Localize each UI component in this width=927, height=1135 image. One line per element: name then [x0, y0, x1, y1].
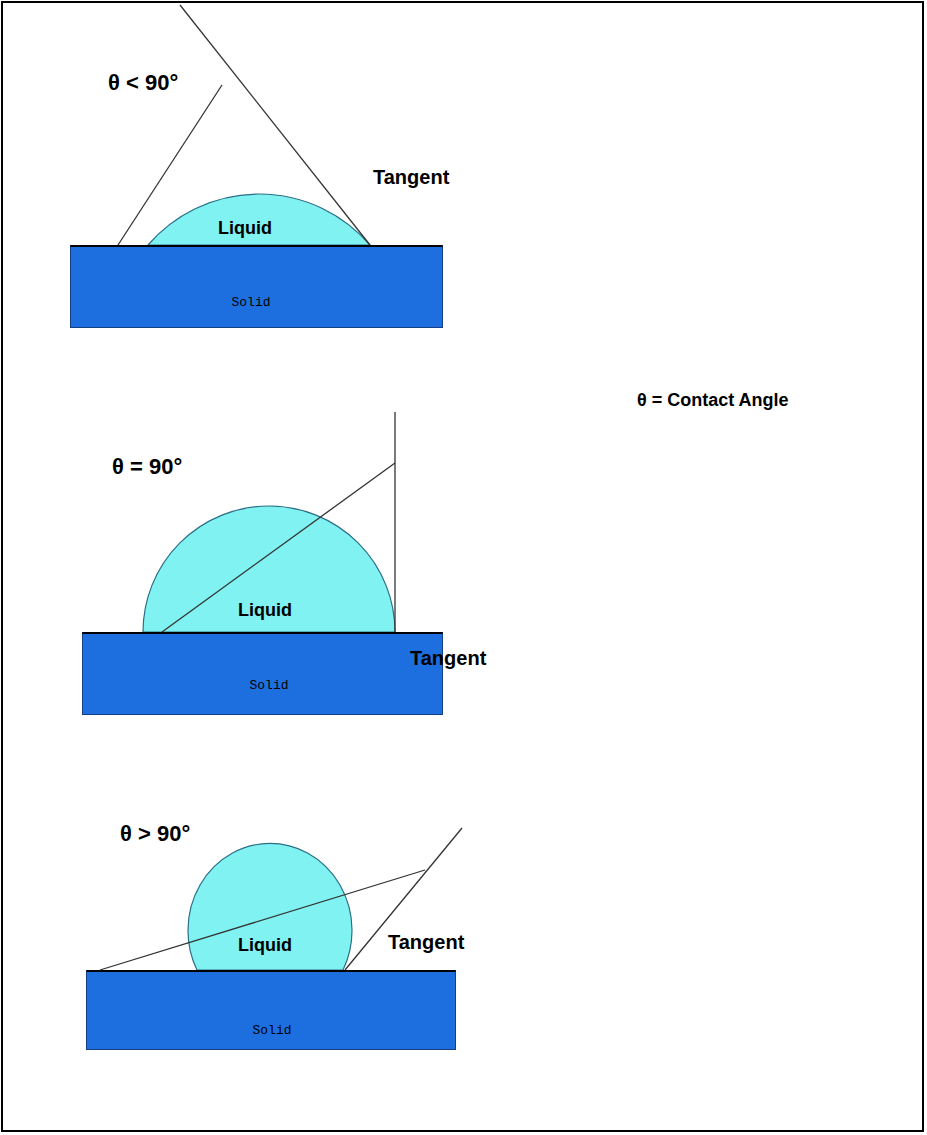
material-label: Solid	[249, 678, 288, 693]
angle-label: θ > 90°	[120, 821, 190, 847]
material-label: Solid	[252, 1023, 291, 1038]
tangent-line	[394, 412, 395, 632]
drop-shape	[188, 843, 352, 970]
liquid-label: Liquid	[238, 935, 292, 956]
definition-note: θ = Contact Angle	[637, 390, 789, 411]
tangent-label: Tangent	[410, 647, 486, 670]
liquid-label: Liquid	[218, 218, 272, 239]
material-label: Solid	[231, 295, 270, 310]
liquid-drop: Liquid	[186, 842, 354, 971]
drop-shape	[148, 194, 370, 245]
solid-block: Solid	[70, 245, 443, 328]
tangent-label: Tangent	[388, 931, 464, 954]
drop-shape	[143, 506, 395, 632]
liquid-label: Liquid	[238, 600, 292, 621]
solid-block: Solid	[82, 632, 443, 715]
solid-block: Solid	[86, 970, 456, 1050]
liquid-drop: Liquid	[141, 505, 397, 633]
tangent-label: Tangent	[373, 166, 449, 189]
angle-label: θ < 90°	[108, 70, 178, 96]
angle-label: θ = 90°	[112, 454, 182, 480]
liquid-drop: Liquid	[146, 192, 372, 246]
